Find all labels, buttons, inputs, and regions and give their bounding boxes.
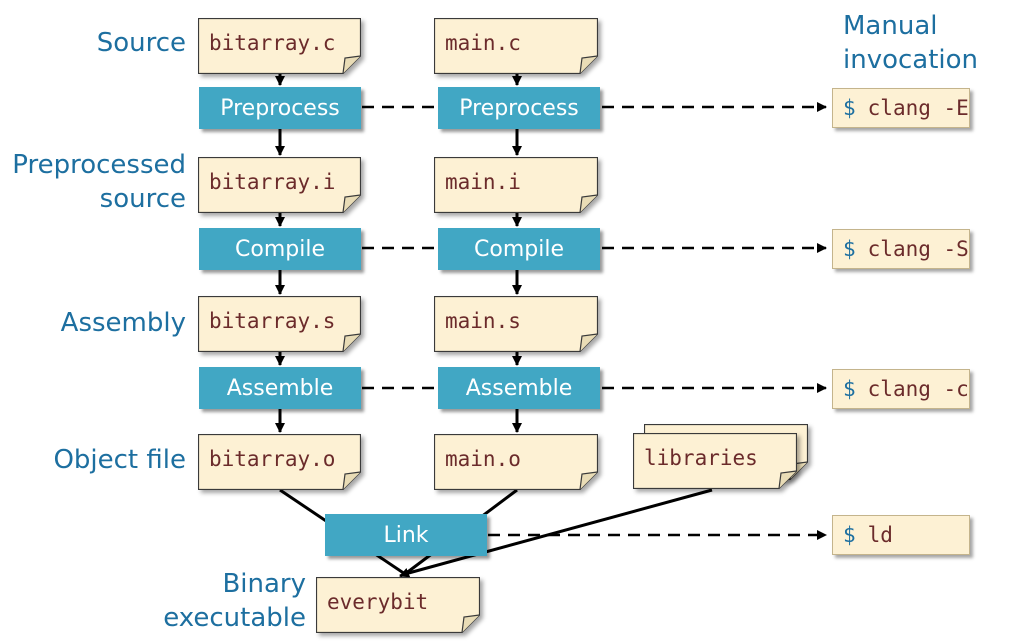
- label-binary-line1: Binary: [222, 569, 306, 599]
- step-compile-right: Compile: [438, 228, 600, 270]
- file-main-o: main.o: [434, 434, 598, 490]
- step-preprocess-left: Preprocess: [199, 87, 361, 129]
- step-assemble-right: Assemble: [438, 367, 600, 409]
- label-manual-line1: Manual: [843, 11, 938, 41]
- line-libraries-to-link: [404, 488, 713, 576]
- command-preprocess: $ clang -E: [832, 88, 970, 128]
- label-source: Source: [96, 28, 186, 58]
- file-bitarray-i: bitarray.i: [198, 157, 361, 213]
- file-name: bitarray.c: [209, 31, 336, 55]
- file-main-c: main.c: [434, 18, 598, 74]
- file-main-s: main.s: [434, 296, 598, 352]
- command-link: $ ld: [832, 515, 970, 555]
- file-name: bitarray.o: [209, 447, 336, 471]
- file-name: main.o: [445, 447, 521, 471]
- file-name: libraries: [644, 446, 758, 470]
- arrow-to-everybit: [399, 568, 411, 578]
- step-link: Link: [325, 514, 487, 556]
- command-assemble: $ clang -c: [832, 369, 970, 409]
- file-bitarray-o: bitarray.o: [198, 434, 361, 490]
- file-name: main.c: [445, 31, 521, 55]
- file-name: bitarray.s: [209, 309, 336, 333]
- label-preprocessed-line2: source: [99, 184, 186, 214]
- label-manual-line2: invocation: [843, 45, 979, 75]
- label-object-file: Object file: [53, 445, 186, 475]
- label-binary-line2: executable: [163, 603, 306, 633]
- file-bitarray-c: bitarray.c: [198, 18, 361, 74]
- file-libraries: libraries: [633, 433, 797, 489]
- command-text: clang -E: [867, 96, 969, 120]
- command-text: ld: [867, 523, 893, 547]
- prompt-symbol: $: [843, 377, 856, 401]
- file-everybit: everybit: [316, 577, 480, 633]
- prompt-symbol: $: [843, 523, 856, 547]
- prompt-symbol: $: [843, 96, 856, 120]
- step-compile-left: Compile: [199, 228, 361, 270]
- label-preprocessed-line1: Preprocessed: [12, 150, 186, 180]
- file-name: main.i: [445, 170, 521, 194]
- file-name: main.s: [445, 309, 521, 333]
- file-name: everybit: [327, 590, 429, 614]
- prompt-symbol: $: [843, 237, 856, 261]
- step-preprocess-right: Preprocess: [438, 87, 600, 129]
- file-main-i: main.i: [434, 157, 598, 213]
- file-bitarray-s: bitarray.s: [198, 296, 361, 352]
- command-compile: $ clang -S: [832, 229, 970, 269]
- command-text: clang -c: [867, 377, 969, 401]
- file-name: bitarray.i: [209, 170, 336, 194]
- command-text: clang -S: [867, 237, 969, 261]
- step-assemble-left: Assemble: [199, 367, 361, 409]
- label-assembly: Assembly: [60, 308, 186, 338]
